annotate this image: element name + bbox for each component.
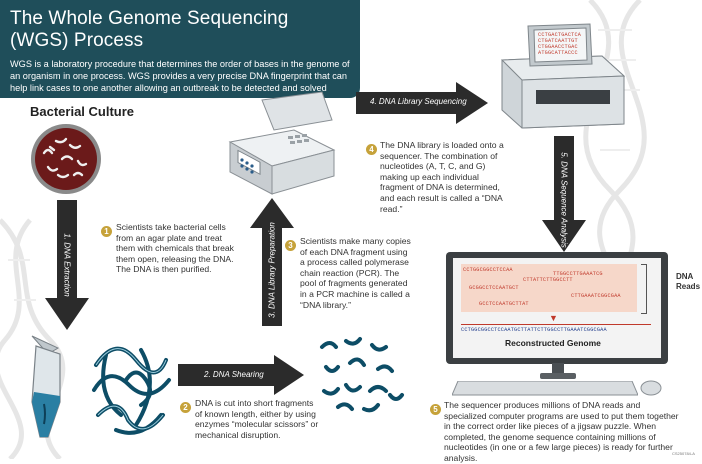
reads-highlight bbox=[461, 264, 637, 312]
sequencer-screen-line: CTGGAACCTGAC bbox=[538, 44, 578, 50]
pcr-machine-illustration bbox=[228, 91, 336, 195]
step-1-text: Scientists take bacterial cells from an … bbox=[116, 222, 234, 275]
petri-dish-illustration bbox=[31, 124, 101, 194]
mouse-illustration bbox=[640, 380, 662, 396]
step-4-text: The DNA library is loaded onto a sequenc… bbox=[380, 140, 504, 214]
arrow-dna-sequence-analysis bbox=[542, 136, 586, 252]
dna-read: CTTGAAATCGGCGAA bbox=[571, 293, 621, 299]
step-number-5: 5 bbox=[430, 404, 441, 415]
dna-fragments-illustration bbox=[320, 337, 404, 413]
test-tube-illustration bbox=[31, 335, 61, 438]
arrow-label-dna-library-preparation: 3. DNA Library Preparation bbox=[267, 222, 277, 318]
sequencer-screen-line: CCTGACTGACTCA bbox=[538, 32, 582, 38]
sequencer-illustration bbox=[500, 23, 626, 129]
computer-monitor: CCTGGCGGCCTCCAA TTGGCCTTGAAATCG CTTATTCT… bbox=[446, 252, 668, 364]
header-description: WGS is a laboratory procedure that deter… bbox=[10, 59, 350, 105]
dna-read: GCGGCCTCCAATGCT bbox=[469, 285, 519, 291]
step-number-4: 4 bbox=[366, 144, 377, 155]
arrow-label-dna-shearing: 2. DNA Shearing bbox=[204, 370, 264, 379]
step-number-3: 3 bbox=[285, 240, 296, 251]
reconstructed-genome-label: Reconstructed Genome bbox=[505, 338, 601, 348]
full-sequence: CCTGGCGGCCTCCAATGCTTATTCTTGGCCTTGAAATCGG… bbox=[461, 324, 651, 333]
dna-read: CCTGGCGGCCTCCAA bbox=[463, 267, 513, 273]
reads-bracket bbox=[641, 264, 647, 314]
step-number-2: 2 bbox=[180, 402, 191, 413]
sequencer-screen: CCTGACTGACTCA CTGATCAATTGT CTGGAACCTGAC … bbox=[538, 32, 588, 56]
step-number-1: 1 bbox=[101, 226, 112, 237]
dna-reads-label: DNA Reads bbox=[676, 272, 701, 291]
arrow-dna-extraction bbox=[45, 200, 89, 330]
monitor-stand bbox=[540, 363, 576, 379]
dna-read: CTTATTCTTGGCCTT bbox=[523, 277, 573, 283]
step-2-text: DNA is cut into short fragments of known… bbox=[195, 398, 319, 440]
arrow-dna-library-preparation bbox=[250, 198, 294, 326]
sequencer-screen-line: CTGATCAATTGT bbox=[538, 38, 578, 44]
bacterial-culture-label: Bacterial Culture bbox=[30, 104, 135, 119]
arrow-label-dna-sequence-analysis: 5. DNA Sequence Analysis bbox=[559, 152, 569, 248]
arrow-dna-library-sequencing bbox=[356, 82, 488, 124]
arrow-label-dna-extraction: 1. DNA Extraction bbox=[62, 233, 72, 297]
step-5-text: The sequencer produces millions of DNA r… bbox=[444, 400, 679, 463]
down-arrow-icon: ▼ bbox=[549, 313, 558, 323]
image-credit: CS250784-A bbox=[672, 451, 695, 456]
arrow-dna-shearing bbox=[178, 355, 304, 395]
sequencer-screen-line: ATGGCATTACCC bbox=[538, 50, 578, 56]
monitor-screen: CCTGGCGGCCTCCAA TTGGCCTTGAAATCG CTTATTCT… bbox=[453, 258, 661, 358]
keyboard-illustration bbox=[452, 381, 638, 396]
dna-tangle-illustration bbox=[92, 346, 171, 435]
header-banner: The Whole Genome Sequencing (WGS) Proces… bbox=[0, 0, 360, 105]
page-title: The Whole Genome Sequencing (WGS) Proces… bbox=[10, 8, 289, 51]
dna-read: TTGGCCTTGAAATCG bbox=[553, 271, 603, 277]
arrow-label-dna-library-sequencing: 4. DNA Library Sequencing bbox=[370, 97, 467, 106]
dna-read: GCCTCCAATGCTTAT bbox=[479, 301, 529, 307]
step-3-text: Scientists make many copies of each DNA … bbox=[300, 236, 411, 310]
